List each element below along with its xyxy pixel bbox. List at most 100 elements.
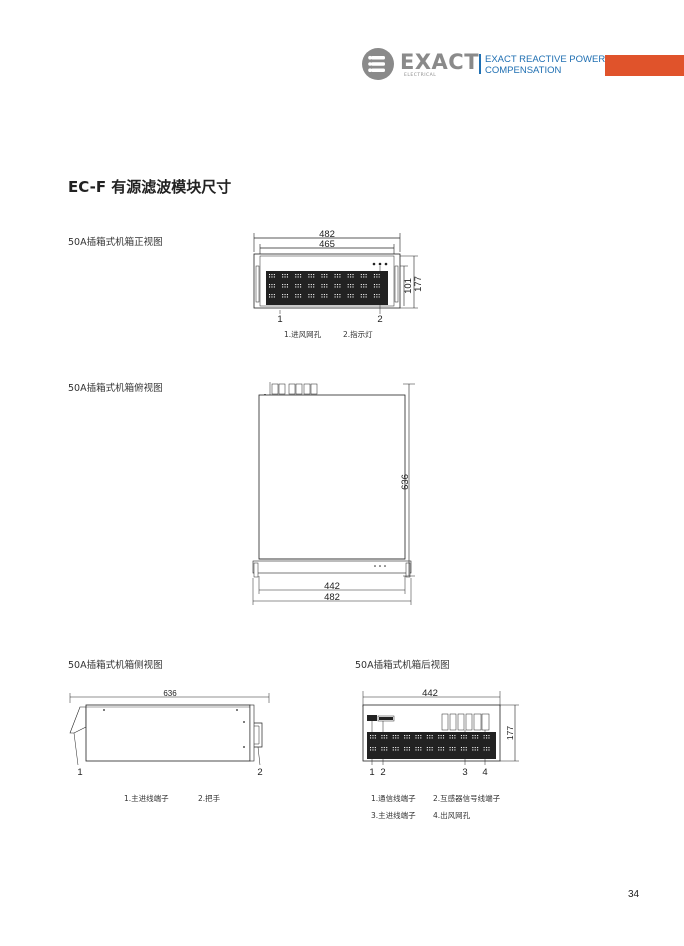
vent-hole bbox=[465, 747, 467, 749]
vent-hole bbox=[321, 276, 323, 278]
vent-hole bbox=[438, 735, 440, 737]
page-number: 34 bbox=[628, 889, 640, 900]
vent-hole bbox=[297, 296, 299, 298]
vent-hole bbox=[420, 749, 422, 751]
vent-hole bbox=[415, 749, 417, 751]
vent-hole bbox=[381, 749, 383, 751]
vent-hole bbox=[284, 274, 286, 276]
vent-hole bbox=[284, 296, 286, 298]
vent-hole bbox=[420, 737, 422, 739]
vent-hole bbox=[374, 737, 376, 739]
vent-hole bbox=[334, 296, 336, 298]
vent-hole bbox=[426, 747, 428, 749]
vent-hole bbox=[438, 749, 440, 751]
vent-hole bbox=[321, 274, 323, 276]
rear-vent-holes bbox=[370, 735, 490, 751]
vent-hole bbox=[429, 749, 431, 751]
vent-hole bbox=[273, 286, 275, 288]
vent-hole bbox=[273, 276, 275, 278]
vent-hole bbox=[449, 735, 451, 737]
vent-hole bbox=[350, 274, 352, 276]
vent-hole bbox=[463, 737, 465, 739]
vent-hole bbox=[282, 284, 284, 286]
vent-hole bbox=[429, 735, 431, 737]
vent-hole bbox=[350, 284, 352, 286]
vent-hole bbox=[465, 735, 467, 737]
tagline-divider bbox=[479, 54, 481, 74]
vent-hole bbox=[378, 274, 380, 276]
vent-hole bbox=[271, 274, 273, 276]
vent-hole bbox=[365, 294, 367, 296]
vent-hole bbox=[373, 276, 375, 278]
vent-hole bbox=[352, 294, 354, 296]
vent-hole bbox=[431, 737, 433, 739]
vent-hole bbox=[404, 749, 406, 751]
vent-hole bbox=[273, 294, 275, 296]
vent-hole bbox=[350, 294, 352, 296]
logo-mark-icon bbox=[362, 48, 394, 80]
front-label-2: 2 bbox=[377, 314, 382, 325]
vent-hole bbox=[297, 286, 299, 288]
vent-hole bbox=[365, 274, 367, 276]
vent-hole bbox=[372, 737, 374, 739]
vent-hole bbox=[334, 286, 336, 288]
vent-hole bbox=[383, 747, 385, 749]
side-note-1: 1.主进线端子 bbox=[124, 794, 169, 803]
vent-hole bbox=[339, 276, 341, 278]
front-dim-101: 101 bbox=[403, 278, 414, 294]
vent-hole bbox=[321, 296, 323, 298]
top-view-drawing: 636 442 482 bbox=[252, 382, 415, 605]
vent-hole bbox=[465, 749, 467, 751]
vent-hole bbox=[347, 294, 349, 296]
vent-hole bbox=[392, 747, 394, 749]
vent-hole bbox=[352, 286, 354, 288]
vent-hole bbox=[463, 749, 465, 751]
rear-note-4: 4.出风网孔 bbox=[433, 811, 471, 820]
vent-hole bbox=[308, 274, 310, 276]
accent-bar bbox=[605, 55, 684, 76]
vent-hole bbox=[269, 284, 271, 286]
vent-hole bbox=[310, 274, 312, 276]
vent-hole bbox=[483, 749, 485, 751]
logo-wordmark: EXACT bbox=[400, 50, 480, 74]
vent-hole bbox=[442, 749, 445, 751]
vent-hole bbox=[339, 294, 341, 296]
vent-hole bbox=[323, 294, 325, 296]
vent-hole bbox=[372, 749, 374, 751]
rear-label-2: 2 bbox=[380, 767, 385, 778]
vent-hole bbox=[415, 737, 417, 739]
vent-hole bbox=[310, 284, 312, 286]
vent-hole bbox=[326, 284, 328, 286]
vent-hole bbox=[378, 294, 380, 296]
vent-hole bbox=[373, 286, 375, 288]
vent-hole bbox=[483, 747, 485, 749]
vent-hole bbox=[397, 737, 399, 739]
vent-hole bbox=[373, 274, 375, 276]
vent-hole bbox=[395, 735, 397, 737]
rear-dim-177: 177 bbox=[505, 726, 515, 740]
vent-hole bbox=[373, 294, 375, 296]
side-dim-636: 636 bbox=[163, 689, 177, 698]
vent-hole bbox=[313, 284, 315, 286]
vent-hole bbox=[363, 274, 365, 276]
company-logo: EXACT ELECTRICAL bbox=[362, 46, 482, 82]
vent-hole bbox=[381, 735, 383, 737]
vent-hole bbox=[483, 737, 485, 739]
vent-hole bbox=[383, 749, 385, 751]
vent-hole bbox=[454, 735, 456, 737]
vent-hole bbox=[438, 747, 440, 749]
vent-hole bbox=[442, 737, 445, 739]
vent-hole bbox=[406, 747, 408, 749]
vent-hole bbox=[386, 735, 388, 737]
vent-hole bbox=[284, 294, 286, 296]
vent-hole bbox=[284, 286, 286, 288]
vent-hole bbox=[386, 747, 388, 749]
vent-hole bbox=[376, 286, 378, 288]
vent-hole bbox=[313, 296, 315, 298]
vent-hole bbox=[334, 294, 336, 296]
vent-hole bbox=[284, 284, 286, 286]
vent-hole bbox=[463, 735, 465, 737]
vent-hole bbox=[350, 296, 352, 298]
vent-hole bbox=[383, 737, 385, 739]
front-note-2: 2.指示灯 bbox=[343, 330, 373, 339]
